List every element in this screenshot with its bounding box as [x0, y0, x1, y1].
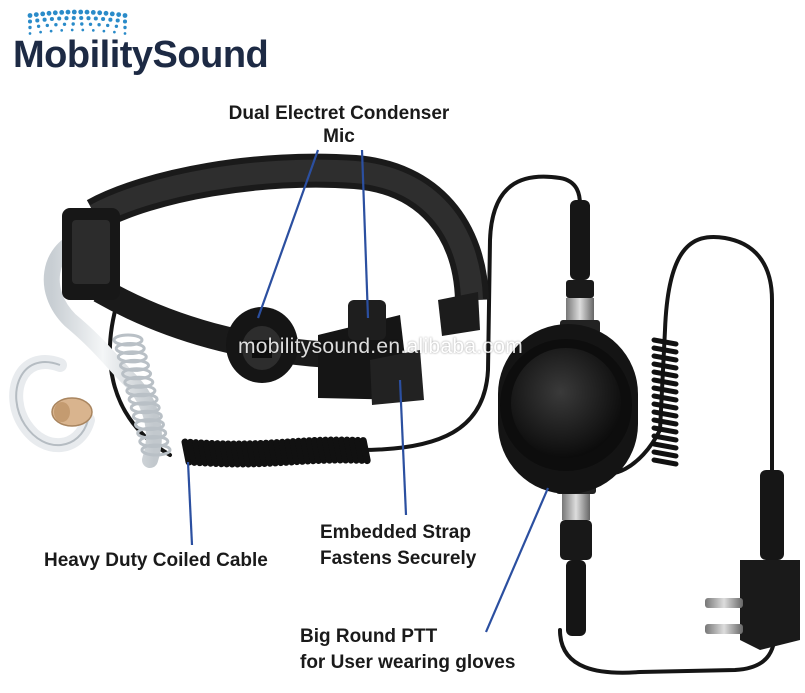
radio-plug [705, 470, 800, 650]
ptt-callout-line1: Big Round PTT [300, 626, 438, 647]
cable-callout-text: Heavy Duty Coiled Cable [44, 550, 268, 571]
logo-wave-icon [27, 9, 128, 35]
mic-capsule-left [226, 307, 298, 383]
cable-callout: Heavy Duty Coiled Cable [44, 549, 268, 572]
mic-callout-line1: Dual Electret Condenser [228, 103, 450, 124]
brand-name-part2: Sound [152, 34, 269, 76]
bottom-connector [556, 480, 596, 636]
mic-callout: Dual Electret Condenser Mic [214, 102, 464, 148]
leader-lines [186, 149, 550, 633]
strap-callout-line2: Fastens Securely [320, 548, 477, 569]
mic-capsule-right [318, 300, 424, 405]
strap-callout: Embedded Strap Fastens Securely [320, 520, 476, 572]
radio-cable-coil [651, 337, 679, 467]
ptt-button [498, 324, 638, 494]
brand-logo: MobilitySound [13, 34, 269, 76]
brand-name-part1: Mobility [13, 34, 153, 76]
strap-callout-line1: Embedded Strap [320, 522, 471, 543]
ptt-callout: Big Round PTT for User wearing gloves [300, 624, 515, 676]
top-connector [560, 200, 600, 334]
throat-strap [62, 153, 489, 368]
mic-callout-line2: Mic [323, 126, 355, 147]
watermark-text: mobilitysound.en.alibaba.com [238, 335, 524, 358]
acoustic-tube [9, 232, 172, 468]
coiled-cable [181, 436, 371, 468]
ptt-callout-line2: for User wearing gloves [300, 652, 516, 673]
